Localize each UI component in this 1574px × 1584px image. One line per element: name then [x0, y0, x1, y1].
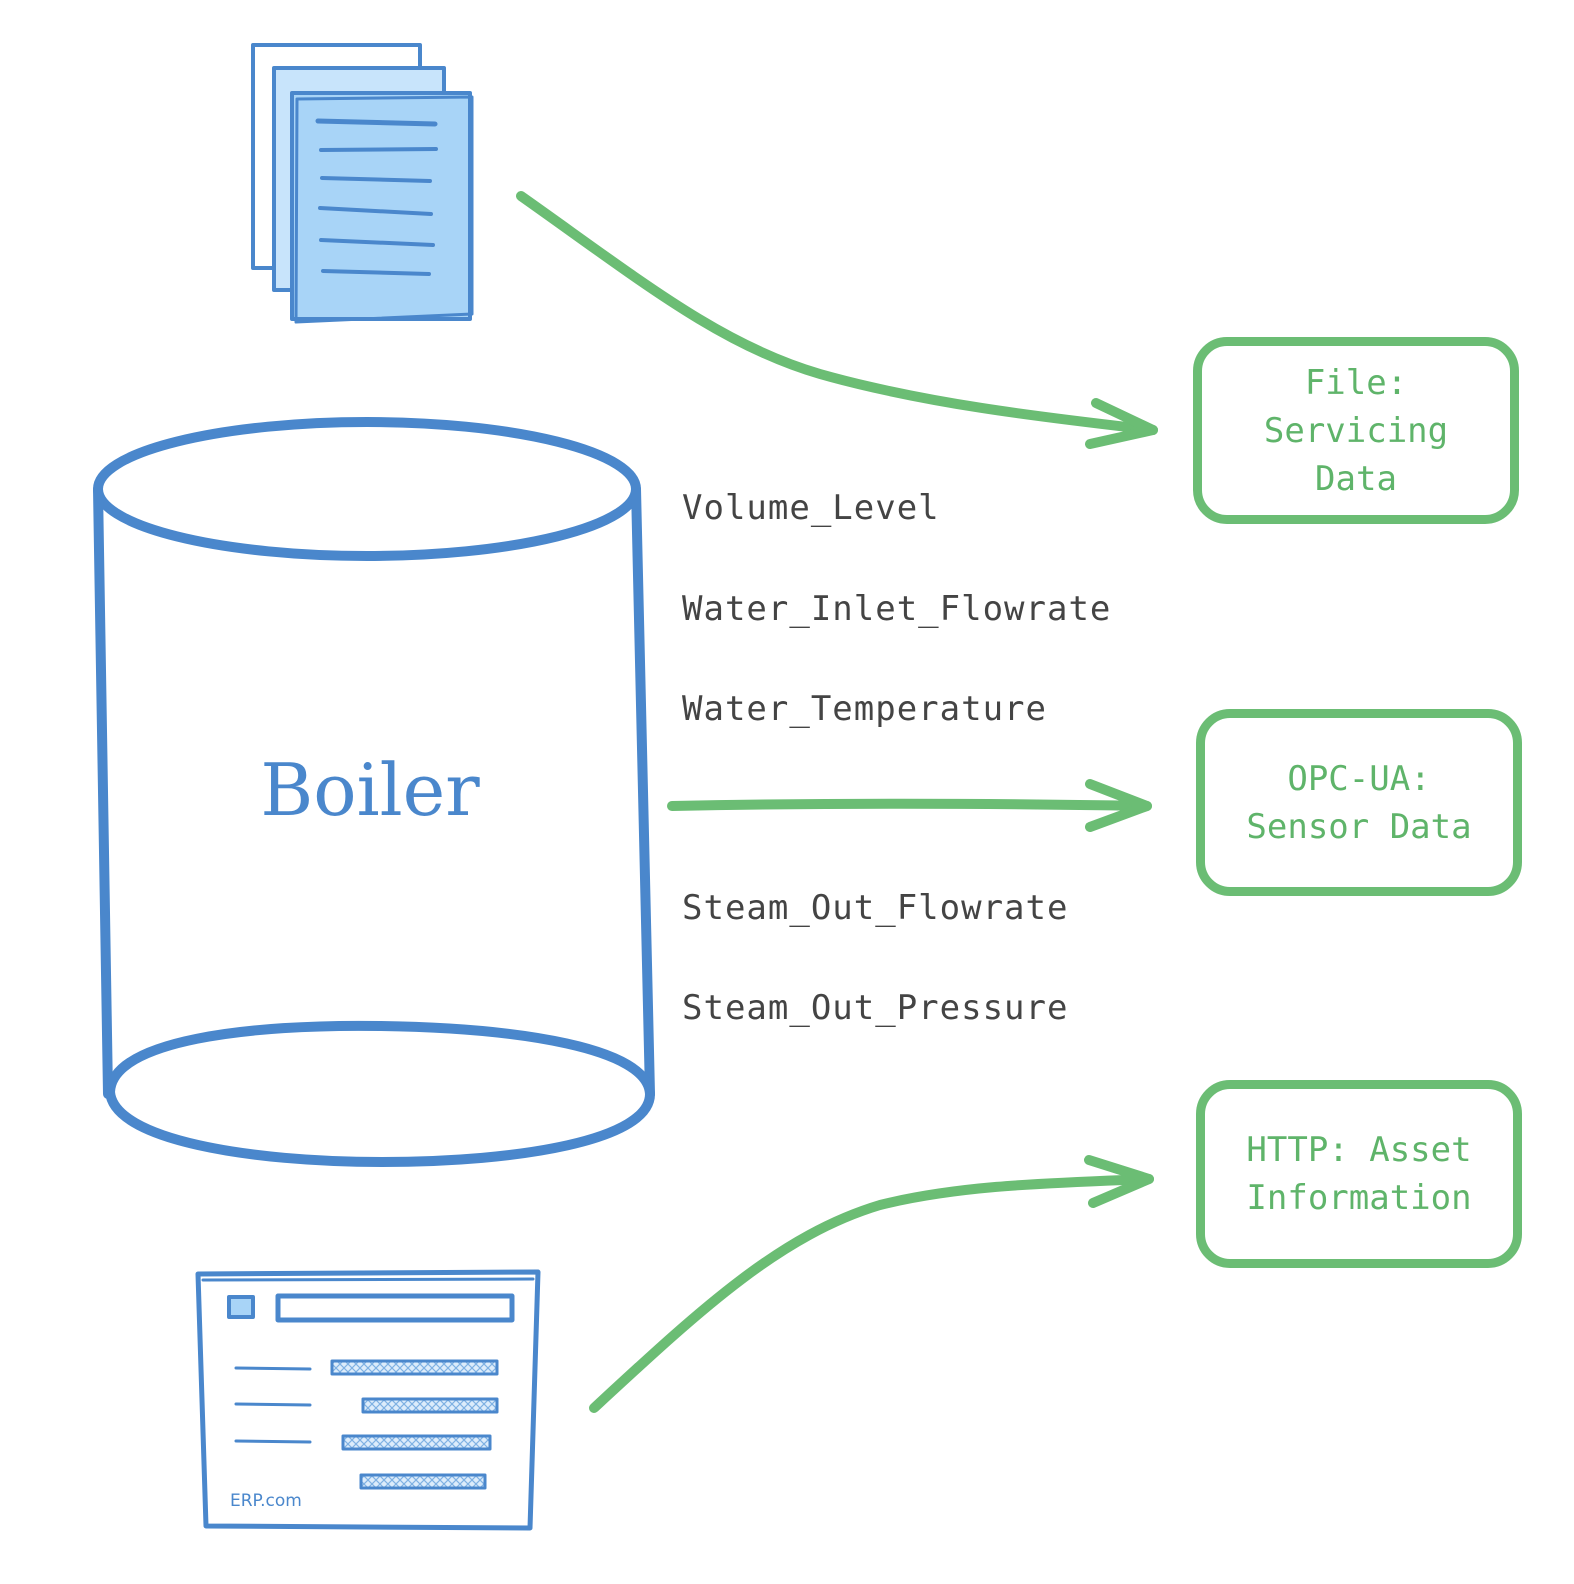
http-box-line1: HTTP: Asset	[1246, 1130, 1472, 1170]
http-asset-information-box: HTTP: Asset Information	[1196, 1080, 1522, 1268]
signal-water-inlet-flowrate: Water_Inlet_Flowrate	[682, 589, 1112, 629]
document-stack-icon	[251, 43, 474, 324]
arrow-opcua	[667, 779, 1152, 832]
arrow-file	[516, 191, 1158, 449]
opcua-box-line2: Sensor Data	[1246, 806, 1472, 847]
boiler-cylinder	[93, 417, 655, 1168]
arrow-http	[589, 1155, 1154, 1413]
boiler-label: Boiler	[260, 748, 480, 832]
erp-window-icon	[195, 1269, 541, 1531]
erp-label: ERP.com	[230, 1491, 302, 1511]
signal-volume-level: Volume_Level	[682, 488, 940, 528]
file-box-line2: Data	[1315, 458, 1397, 499]
signal-steam-out-flowrate: Steam_Out_Flowrate	[682, 888, 1069, 928]
http-box-line2: Information	[1246, 1178, 1472, 1218]
opcua-box-line1: OPC-UA:	[1287, 758, 1431, 799]
signal-water-temperature: Water_Temperature	[682, 689, 1047, 729]
file-servicing-data-box: File: Servicing Data	[1193, 337, 1519, 524]
file-box-line1: File: Servicing	[1263, 362, 1449, 451]
opcua-sensor-data-box: OPC-UA: Sensor Data	[1196, 709, 1522, 896]
signal-steam-out-pressure: Steam_Out_Pressure	[682, 988, 1069, 1028]
